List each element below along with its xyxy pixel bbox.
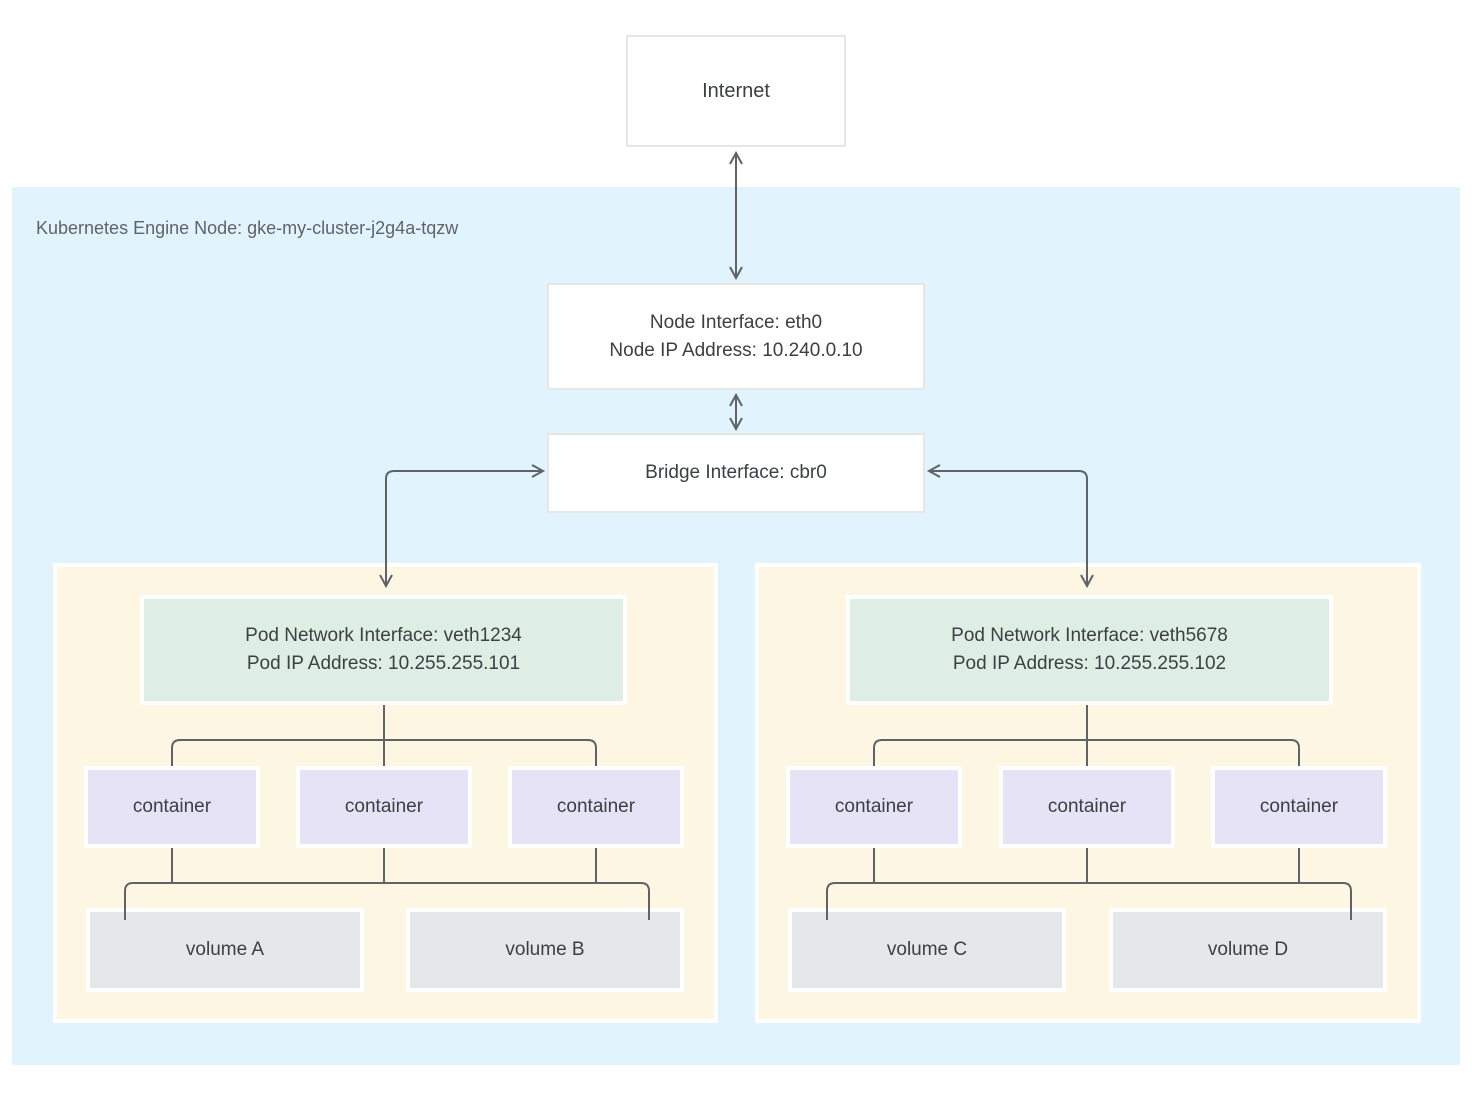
container-label: container	[834, 796, 914, 817]
volume-label: volume A	[185, 939, 265, 960]
container-label: container	[1259, 796, 1339, 817]
pod1-network-interface-box: Pod Network Interface: veth1234 Pod IP A…	[140, 595, 627, 705]
bridge-interface-label: Bridge Interface: cbr0	[645, 462, 827, 483]
pod1-interface-line2: Pod IP Address: 10.255.255.101	[246, 653, 521, 674]
pod2-interface-line2: Pod IP Address: 10.255.255.102	[952, 653, 1227, 674]
container-box: container	[1211, 766, 1387, 848]
container-box: container	[786, 766, 962, 848]
container-box: container	[296, 766, 472, 848]
pod1-interface-line1: Pod Network Interface: veth1234	[245, 625, 522, 646]
volume-box: volume C	[788, 908, 1066, 992]
internet-box: Internet	[626, 35, 846, 147]
container-box: container	[999, 766, 1175, 848]
volume-label: volume C	[886, 939, 968, 960]
container-label: container	[556, 796, 636, 817]
internet-label: Internet	[702, 80, 770, 102]
container-label: container	[1047, 796, 1127, 817]
container-label: container	[132, 796, 212, 817]
volume-label: volume D	[1207, 939, 1289, 960]
pod2-interface-line1: Pod Network Interface: veth5678	[951, 625, 1228, 646]
pod2-network-interface-box: Pod Network Interface: veth5678 Pod IP A…	[846, 595, 1333, 705]
kubernetes-node-label: Kubernetes Engine Node: gke-my-cluster-j…	[36, 218, 459, 238]
node-interface-line1: Node Interface: eth0	[649, 311, 823, 333]
volume-label: volume B	[505, 939, 585, 960]
node-interface-box: Node Interface: eth0 Node IP Address: 10…	[547, 283, 925, 390]
volume-box: volume B	[406, 908, 684, 992]
container-box: container	[84, 766, 260, 848]
node-interface-line2: Node IP Address: 10.240.0.10	[609, 339, 863, 361]
volume-box: volume A	[86, 908, 364, 992]
container-label: container	[344, 796, 424, 817]
bridge-interface-box: Bridge Interface: cbr0	[547, 433, 925, 513]
container-box: container	[508, 766, 684, 848]
volume-box: volume D	[1109, 908, 1387, 992]
